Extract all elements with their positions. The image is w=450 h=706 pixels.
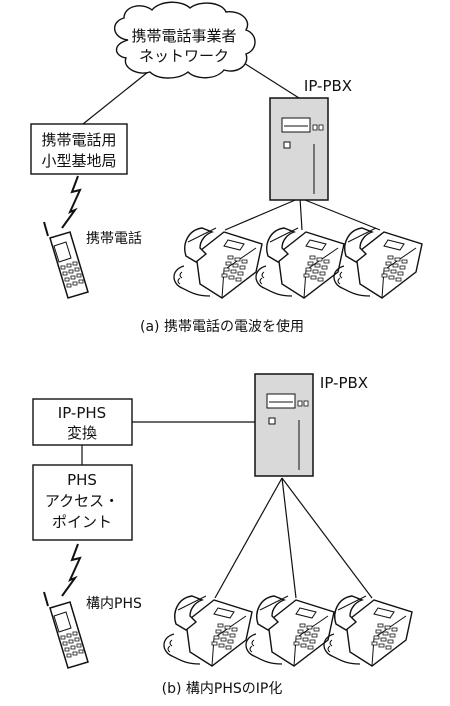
pbx-to-phone-4-line: [214, 477, 283, 599]
mobile-phone-label: 携帯電話: [86, 230, 142, 247]
desk-phone-icon: [323, 595, 413, 667]
access-point-label-line1: PHS: [67, 471, 97, 489]
phs-handset-label: 構内PHS: [86, 596, 142, 612]
pbx-label: IP-PBX: [304, 77, 352, 95]
base-station-label-line2: 小型基地局: [41, 152, 116, 170]
phs-handset-icon: [43, 591, 89, 669]
access-point-label-line2: アクセス・: [45, 492, 119, 510]
desk-phone-icon: [245, 595, 335, 667]
figure-b: IP-PHS 変換 PHS アクセス・ ポイント 構内PHS IP-PBX (b…: [32, 373, 413, 697]
radio-wave-icon: [61, 543, 82, 597]
figure-a: 携帯電話事業者 ネットワーク 携帯電話用 小型基地局 携帯電話 IP-PBX (…: [30, 1, 423, 335]
mobile-phone-icon: [43, 221, 89, 299]
carrier-network-cloud: [114, 1, 256, 79]
base-station-box: [30, 123, 128, 175]
phs-access-point-box: [32, 464, 133, 541]
caption-a: (a) 携帯電話の電波を使用: [140, 318, 304, 335]
converter-label-line2: 変換: [67, 424, 97, 442]
pbx-server-icon: [269, 97, 329, 201]
cloud-label-line2: ネットワーク: [139, 47, 229, 65]
desk-phone-icon: [163, 595, 253, 667]
pbx-label-b: IP-PBX: [320, 374, 368, 392]
pbx-to-phone-1-line: [224, 197, 301, 231]
cloud-to-pbx-line: [235, 57, 300, 99]
base-station-label-line1: 携帯電話用: [41, 131, 116, 149]
radio-wave-icon: [61, 175, 82, 229]
pbx-server-icon: [254, 373, 314, 477]
pbx-to-phone-5-line: [281, 477, 297, 599]
pbx-to-phone-6-line: [281, 477, 373, 599]
pbx-to-phone-3-line: [299, 197, 381, 231]
converter-label-line1: IP-PHS: [58, 404, 106, 422]
cloud-label-line1: 携帯電話事業者: [131, 27, 236, 45]
ip-phs-converter-box: [32, 398, 133, 446]
access-point-label-line3: ポイント: [52, 513, 112, 531]
desk-phone-icon: [255, 227, 345, 299]
pbx-to-phone-2-line: [299, 197, 303, 231]
desk-phone-icon: [173, 227, 263, 299]
cloud-to-base-station-line: [82, 71, 149, 125]
desk-phone-icon: [333, 227, 423, 299]
caption-b: (b) 構内PHSのIP化: [162, 681, 283, 697]
